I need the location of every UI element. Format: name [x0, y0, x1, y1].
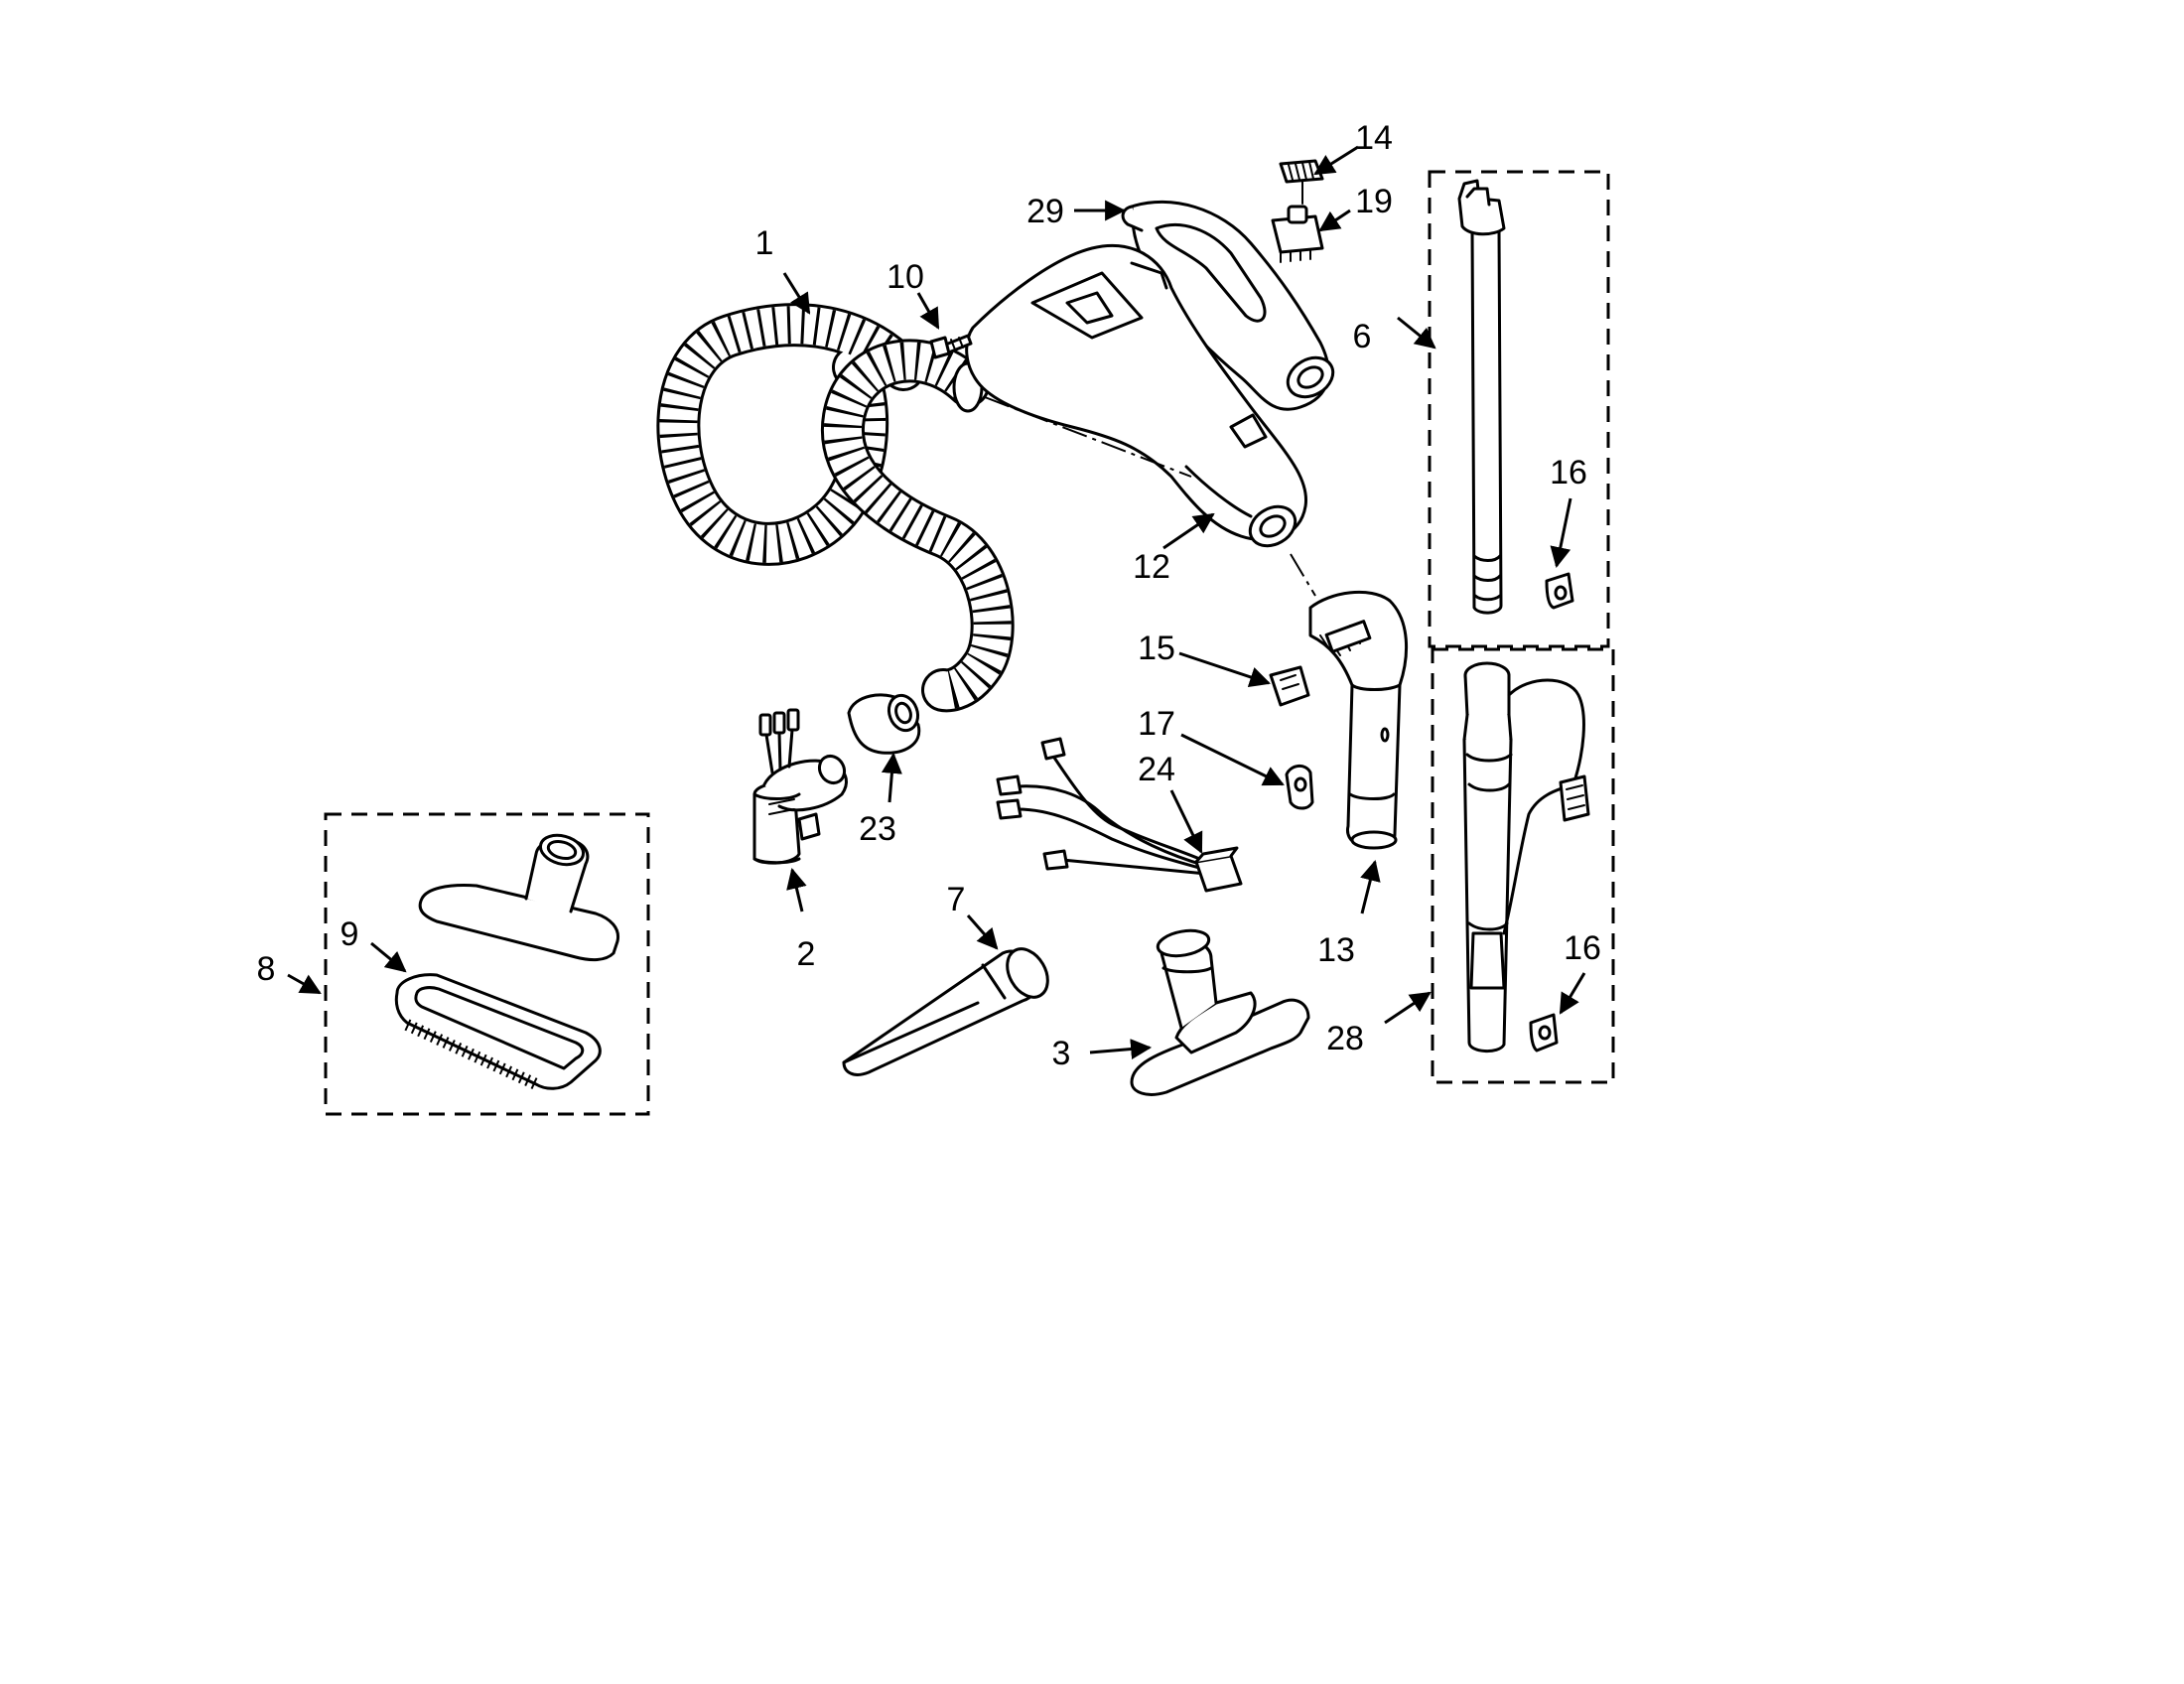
- callout-24: 24: [1138, 751, 1175, 788]
- handle-part-29: [1121, 200, 1335, 411]
- clip-part-16-lower: [1529, 1013, 1559, 1052]
- callout-14: 14: [1355, 119, 1393, 157]
- callout-10: 10: [887, 258, 924, 296]
- lower-wand-part-28: [1462, 661, 1590, 1052]
- clip-part-16-upper: [1545, 572, 1574, 610]
- wand-bend-part-13: [1308, 590, 1409, 850]
- handle-part-12: [965, 243, 1308, 548]
- callout-17: 17: [1138, 705, 1175, 743]
- latch-part-17: [1285, 765, 1314, 810]
- callout-12: 12: [1133, 548, 1170, 586]
- callout-16-upper: 16: [1550, 454, 1587, 491]
- screw-part-10: [929, 334, 973, 359]
- callout-3: 3: [1052, 1035, 1071, 1072]
- callout-9: 9: [341, 915, 359, 953]
- callout-28: 28: [1326, 1020, 1364, 1057]
- crevice-tool-part-7: [842, 947, 1049, 1076]
- switch-part-19: [1271, 205, 1324, 263]
- group-box-28: [1431, 647, 1615, 1084]
- callout-1: 1: [755, 224, 774, 262]
- callout-23: 23: [859, 810, 896, 848]
- callout-19: 19: [1355, 183, 1393, 220]
- callout-15: 15: [1138, 630, 1175, 667]
- group-box-6: [1428, 170, 1610, 648]
- ring-part-23: [847, 693, 921, 755]
- hose-part-1: [656, 303, 1015, 713]
- leader-arrows: [287, 145, 1586, 1060]
- group-box-8: [324, 812, 650, 1116]
- callout-29: 29: [1026, 193, 1064, 230]
- switch-cap-part-14: [1279, 159, 1324, 205]
- callout-16-lower: 16: [1564, 929, 1601, 967]
- hose-connector-part-2: [752, 708, 848, 865]
- callout-7: 7: [947, 881, 966, 918]
- upholstery-tool-part-8: [418, 833, 620, 962]
- upper-wand-part-6: [1457, 179, 1506, 615]
- wire-harness-part-24: [996, 737, 1243, 893]
- callout-8: 8: [257, 950, 276, 988]
- callout-2: 2: [797, 935, 816, 973]
- callout-13: 13: [1317, 931, 1355, 969]
- brush-part-9: [394, 973, 602, 1090]
- clip-part-15: [1269, 665, 1310, 707]
- callout-6: 6: [1353, 318, 1372, 355]
- floor-tool-part-3: [1130, 928, 1310, 1096]
